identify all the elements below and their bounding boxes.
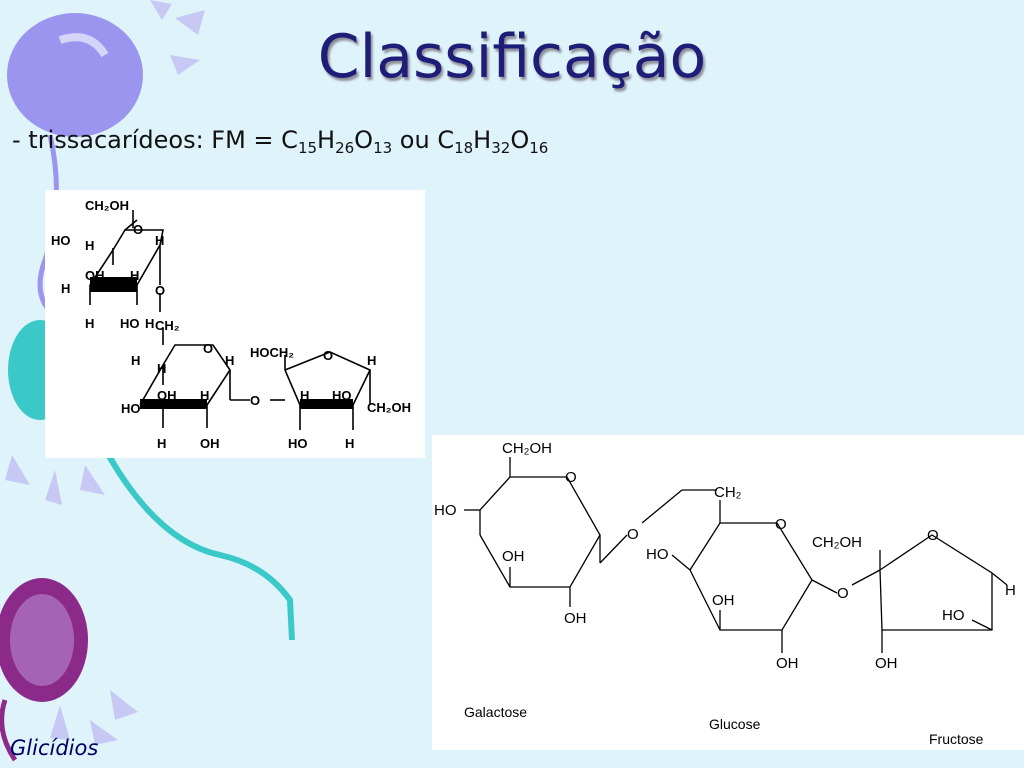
balloon-purple-top: [7, 13, 143, 137]
s2-oh-gal2: OH: [564, 610, 587, 627]
label-fructose: Fructose: [929, 731, 984, 747]
s1-h-b3: H: [157, 361, 166, 376]
structure-skeletal-panel: CH₂OH O HO OH OH O CH₂ O HO OH OH O CH₂O…: [432, 435, 1024, 750]
s2-ho-glu: HO: [646, 546, 669, 563]
s1-h-a6: H: [145, 316, 154, 331]
s1-h-b5: H: [157, 436, 166, 451]
s2-oh-glu: OH: [712, 592, 735, 609]
s1-h-a5: H: [85, 316, 94, 331]
s1-h-b4: H: [200, 388, 209, 403]
s1-h-a4: H: [130, 268, 139, 283]
s2-ho-fru: HO: [942, 607, 965, 624]
s2-ho-gal: HO: [434, 502, 457, 519]
s2-oh-gal: OH: [502, 548, 525, 565]
footer-topic: Glicídios: [10, 736, 99, 760]
s1-ch2oh-c: CH₂OH: [367, 400, 411, 415]
s1-ho-b: HO: [121, 401, 141, 416]
label-galactose: Galactose: [464, 704, 527, 720]
s1-ho-a: HO: [51, 233, 71, 248]
s1-h-a2: H: [155, 233, 164, 248]
s2-oh-fru: OH: [875, 655, 898, 672]
s1-o-link-a: O: [155, 283, 165, 298]
s2-o-fru: O: [927, 527, 939, 544]
structure-haworth-panel: CH₂OH HO H O H H OH H O H H HO CH₂ H O H…: [45, 190, 425, 458]
label-glucose: Glucose: [709, 716, 761, 732]
s1-o-ring-c: O: [323, 348, 333, 363]
s1-oh-b: OH: [157, 388, 177, 403]
s1-h-c3: H: [345, 436, 354, 451]
s1-o-link-b: O: [250, 393, 260, 408]
s1-oh-a: OH: [85, 268, 105, 283]
s1-ho-a2: HO: [120, 316, 140, 331]
s1-o-ring-b: O: [203, 341, 213, 356]
formula-or: ou: [392, 126, 438, 154]
formula-prefix: - trissacarídeos: FM =: [12, 126, 282, 154]
s2-h-fru: H: [1005, 582, 1016, 599]
skeletal-structure: CH₂OH O HO OH OH O CH₂ O HO OH OH O CH₂O…: [434, 440, 1016, 747]
s2-o-glu: O: [775, 516, 787, 533]
s1-h-a3: H: [61, 281, 70, 296]
s2-o-gal: O: [565, 469, 577, 486]
s2-o-link1: O: [627, 526, 639, 543]
slide-title: Classificação: [317, 22, 707, 92]
s1-h-b1: H: [131, 353, 140, 368]
s1-h-c2: H: [300, 388, 309, 403]
haworth-structure: CH₂OH HO H O H H OH H O H H HO CH₂ H O H…: [51, 198, 411, 451]
s1-ch2-link: CH₂: [155, 318, 180, 333]
s1-h-b2: H: [225, 353, 234, 368]
s1-hoch2-c: HOCH₂: [250, 345, 294, 360]
s2-oh-glu2: OH: [776, 655, 799, 672]
s1-ho-c: HO: [332, 388, 352, 403]
s2-ch2oh-fru: CH₂OH: [812, 534, 862, 551]
s1-o-ring-a: O: [133, 222, 143, 237]
s1-h-c1: H: [367, 353, 376, 368]
s1-ch2oh-top: CH₂OH: [85, 198, 129, 213]
s2-ch2oh-gal: CH₂OH: [502, 440, 552, 457]
s1-h-a: H: [85, 238, 94, 253]
formula-line: - trissacarídeos: FM = C15H26O13 ou C18H…: [12, 126, 549, 157]
s1-ho-c2: HO: [288, 436, 308, 451]
s2-ch2-glu: CH₂: [714, 484, 742, 501]
s2-o-link2: O: [837, 585, 849, 602]
s1-oh-b2: OH: [200, 436, 220, 451]
